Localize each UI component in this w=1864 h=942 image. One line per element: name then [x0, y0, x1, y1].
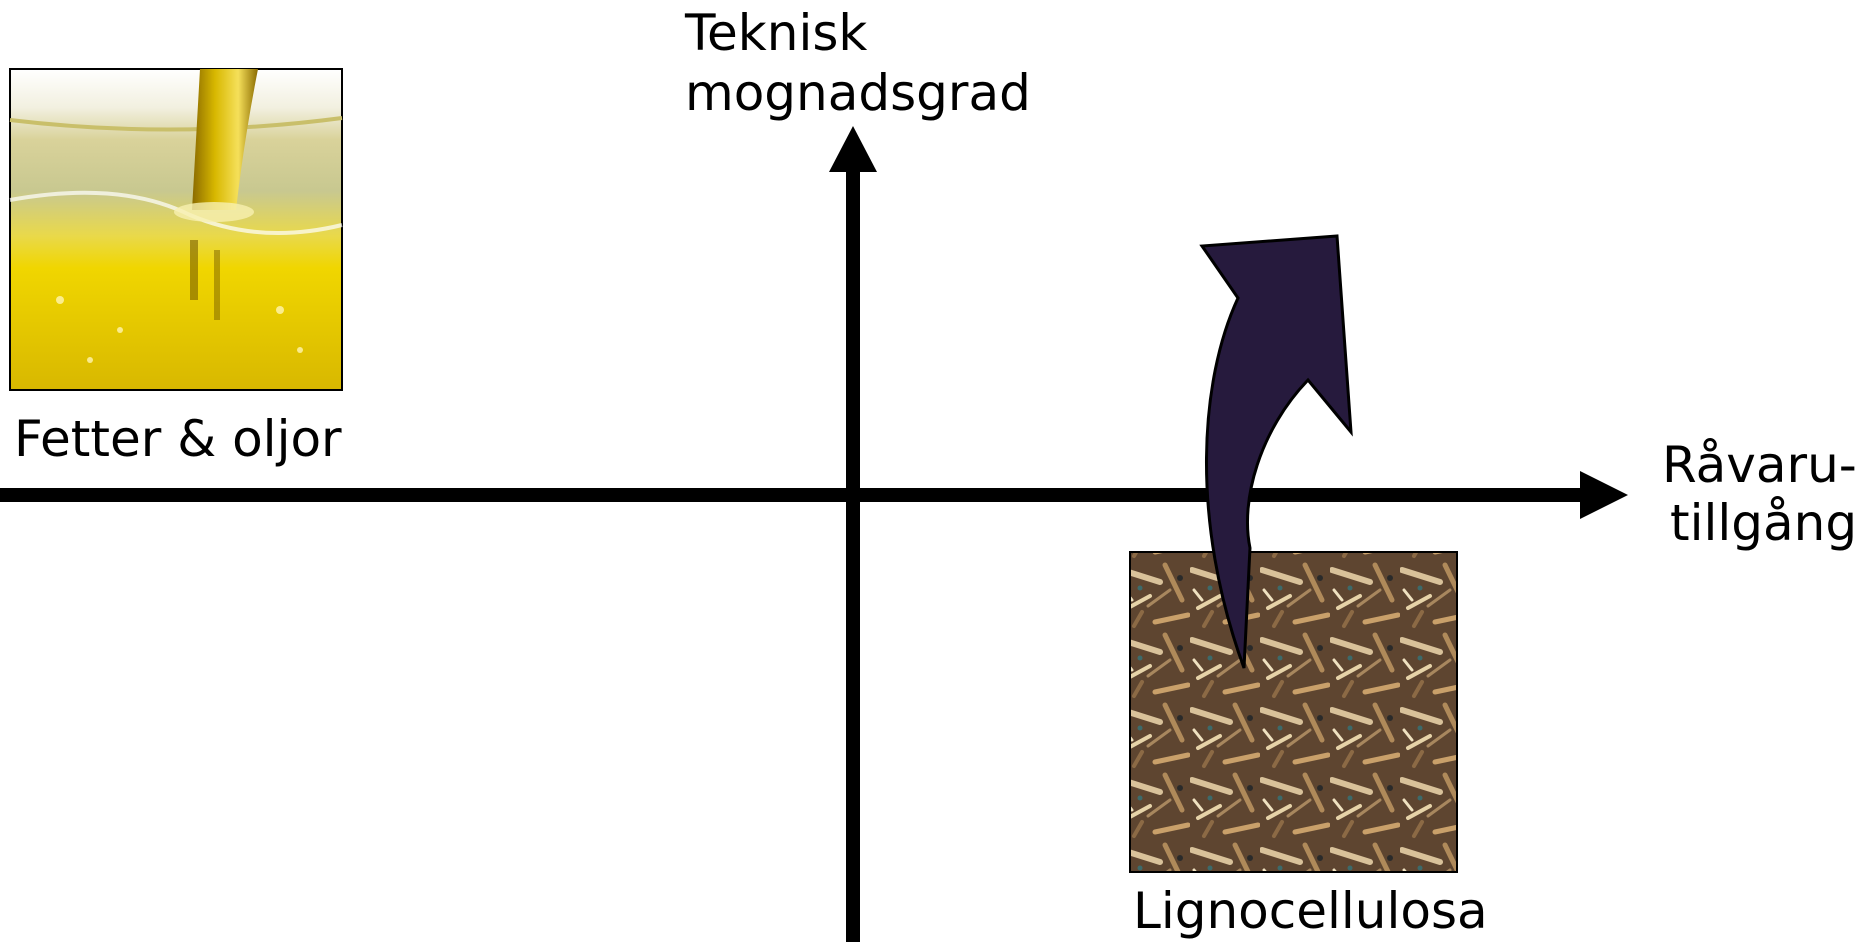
y-axis-arrowhead: [829, 126, 877, 172]
x-axis-arrowhead: [1580, 471, 1628, 519]
lignocellulose-label: Lignocellulosa: [1133, 882, 1488, 940]
x-axis-label: Råvaru- tillgång: [1662, 436, 1864, 552]
y-axis-label-line-1: Teknisk: [684, 4, 867, 62]
x-axis: [0, 471, 1628, 519]
wood-chips-image: [1130, 552, 1457, 872]
fats-label: Fetter & oljor: [14, 410, 342, 468]
y-axis-label: Teknisk mognadsgrad: [684, 4, 1031, 122]
x-axis-label-line-2: tillgång: [1670, 494, 1857, 552]
x-axis-label-line-1: Råvaru-: [1662, 436, 1857, 494]
y-axis: [829, 126, 877, 942]
y-axis-label-line-2: mognadsgrad: [685, 64, 1031, 122]
oil-image: [10, 69, 342, 390]
